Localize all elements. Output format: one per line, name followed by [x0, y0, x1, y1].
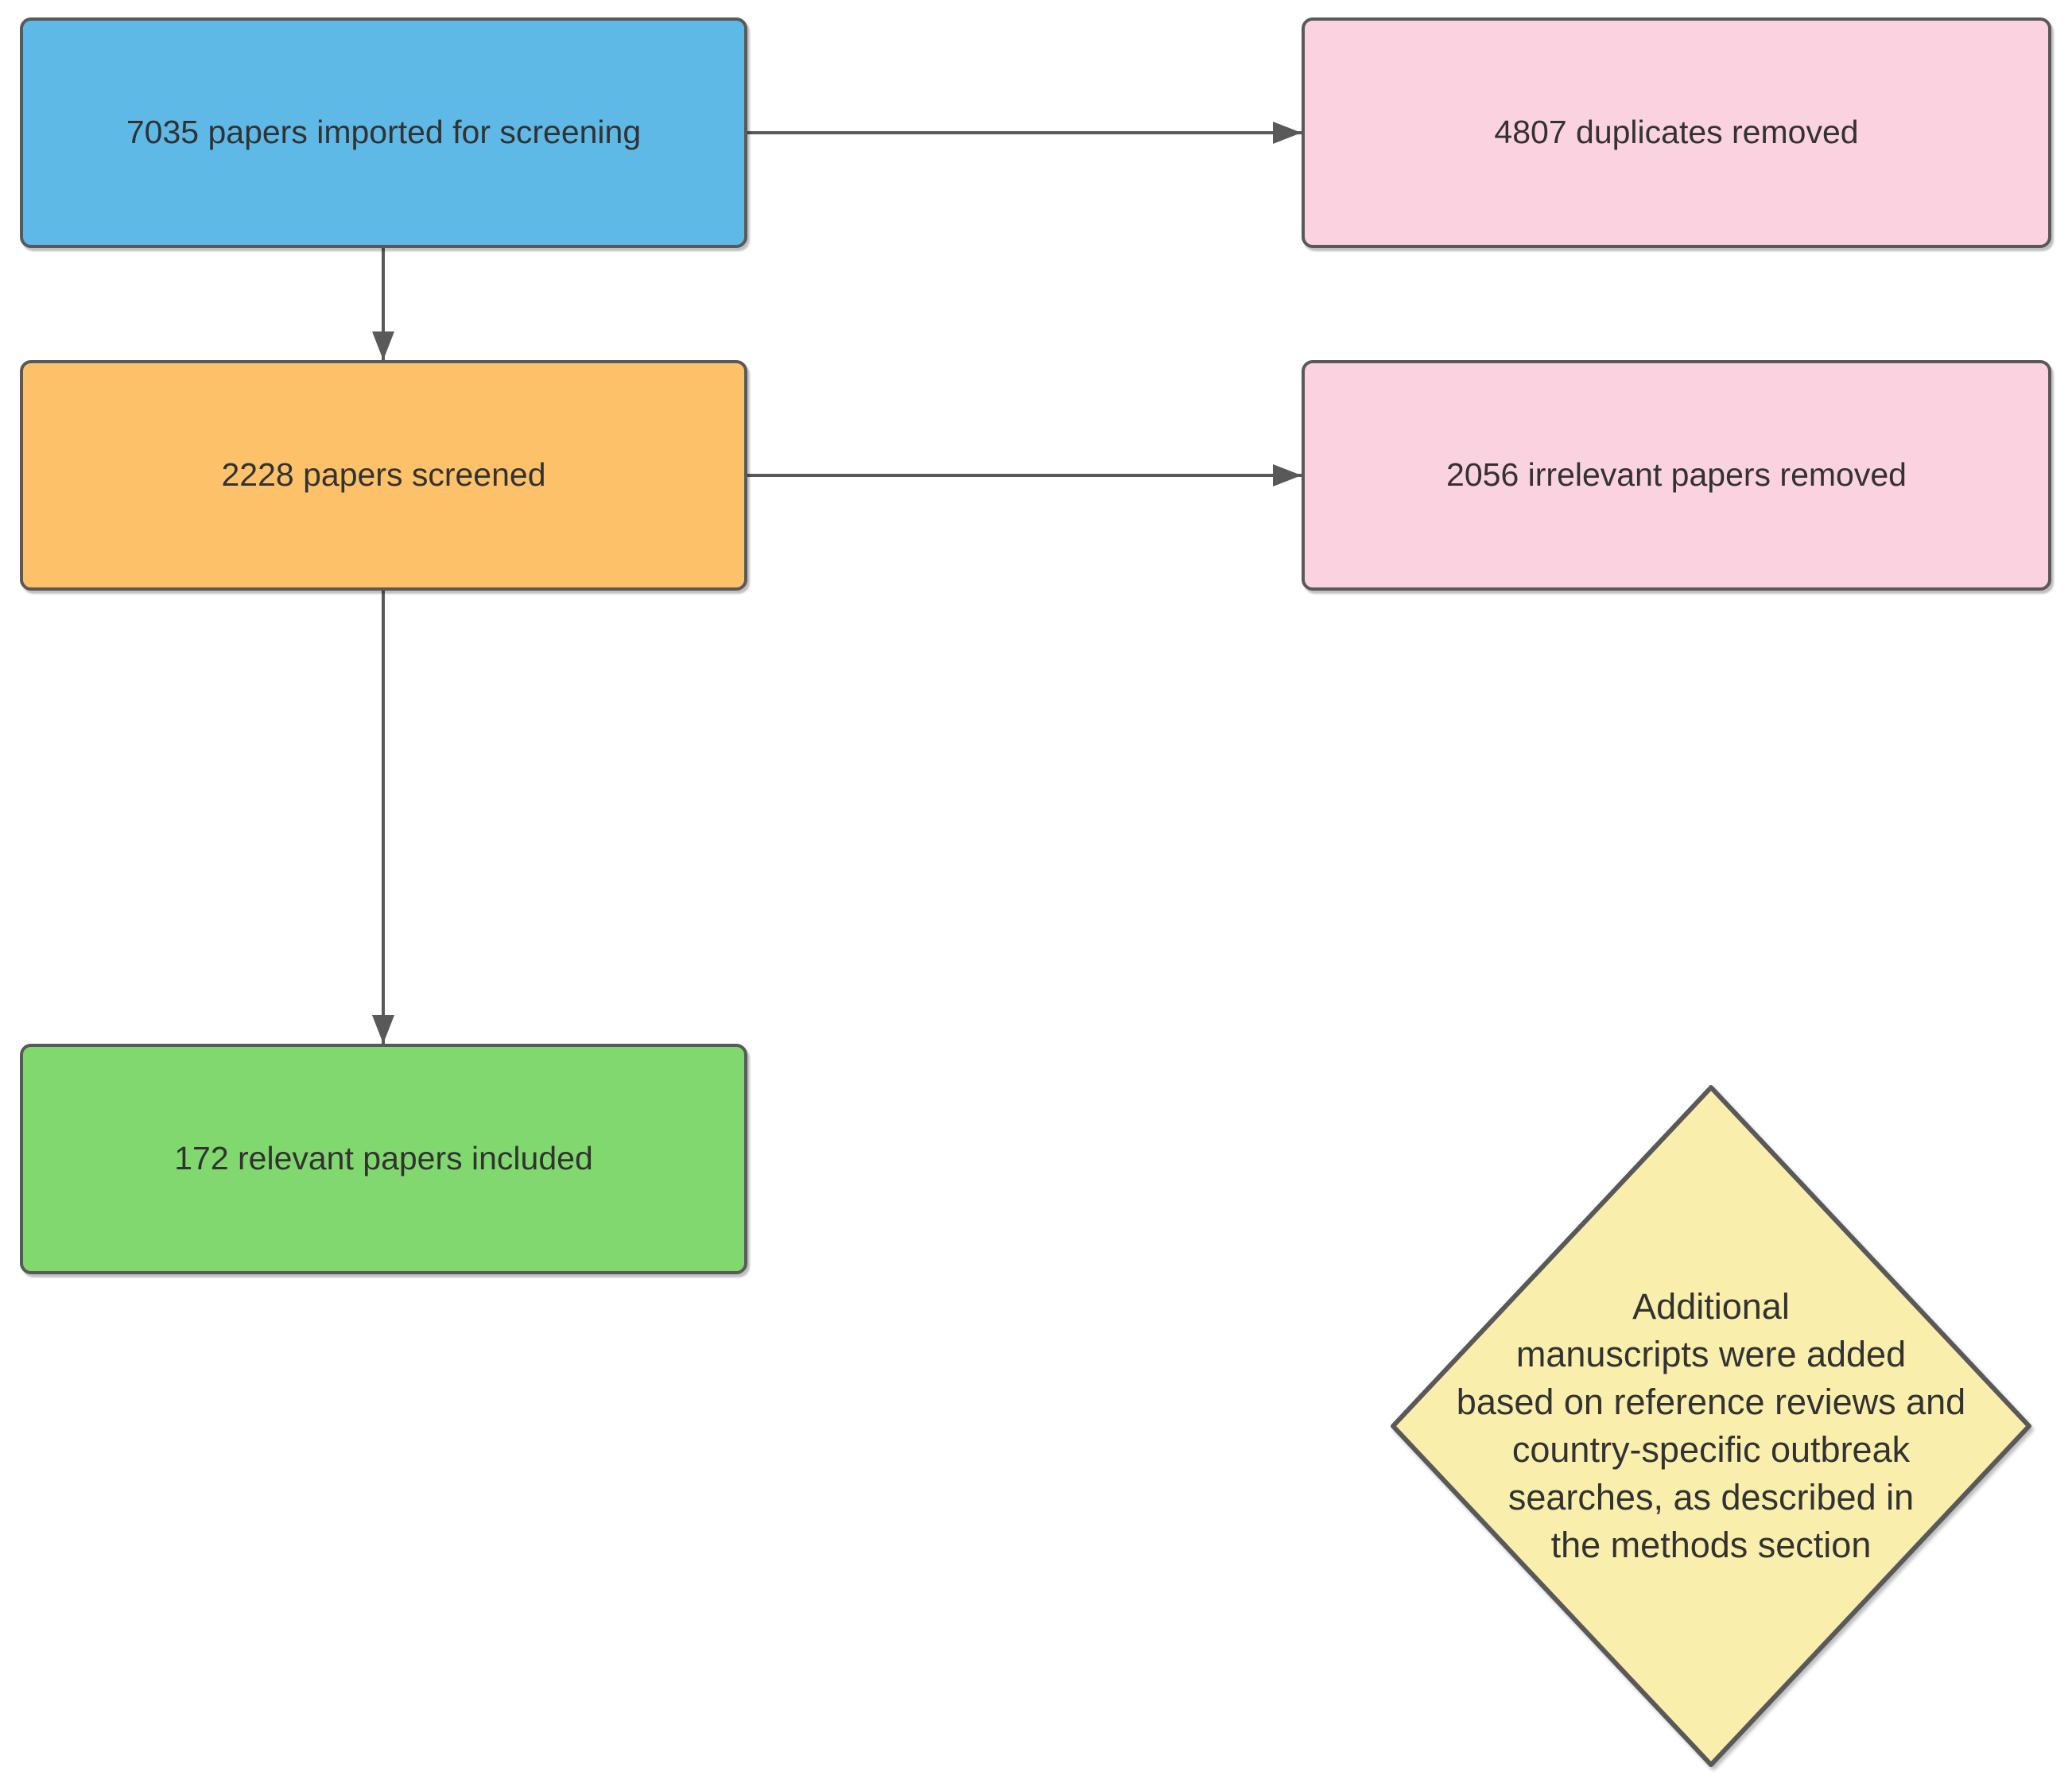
node-duplicates-removed-label: 4807 duplicates removed — [1494, 114, 1859, 151]
diamond-text-line: Additional — [1632, 1286, 1790, 1327]
diamond-text-line: manuscripts were added — [1515, 1334, 1907, 1374]
node-papers-imported-label: 7035 papers imported for screening — [126, 114, 642, 151]
node-duplicates-removed: 4807 duplicates removed — [1302, 17, 2051, 248]
node-papers-imported: 7035 papers imported for screening — [20, 17, 747, 248]
diamond-additional-manuscripts — [1391, 1085, 2031, 1767]
diamond-text-line: based on reference reviews and — [1456, 1382, 1966, 1422]
node-additional-manuscripts-label: Additional manuscripts were added based … — [1353, 1283, 2069, 1569]
node-relevant-included: 172 relevant papers included — [20, 1044, 747, 1274]
node-irrelevant-removed: 2056 irrelevant papers removed — [1302, 360, 2051, 591]
node-irrelevant-removed-label: 2056 irrelevant papers removed — [1446, 456, 1907, 494]
node-papers-screened: 2228 papers screened — [20, 360, 747, 591]
diamond-text-line: country-specific outbreak — [1511, 1429, 1911, 1470]
node-papers-screened-label: 2228 papers screened — [221, 456, 546, 494]
diamond-text-line: searches, as described in — [1507, 1477, 1915, 1517]
node-relevant-included-label: 172 relevant papers included — [174, 1140, 593, 1177]
diamond-text-line: the methods section — [1550, 1525, 1872, 1565]
